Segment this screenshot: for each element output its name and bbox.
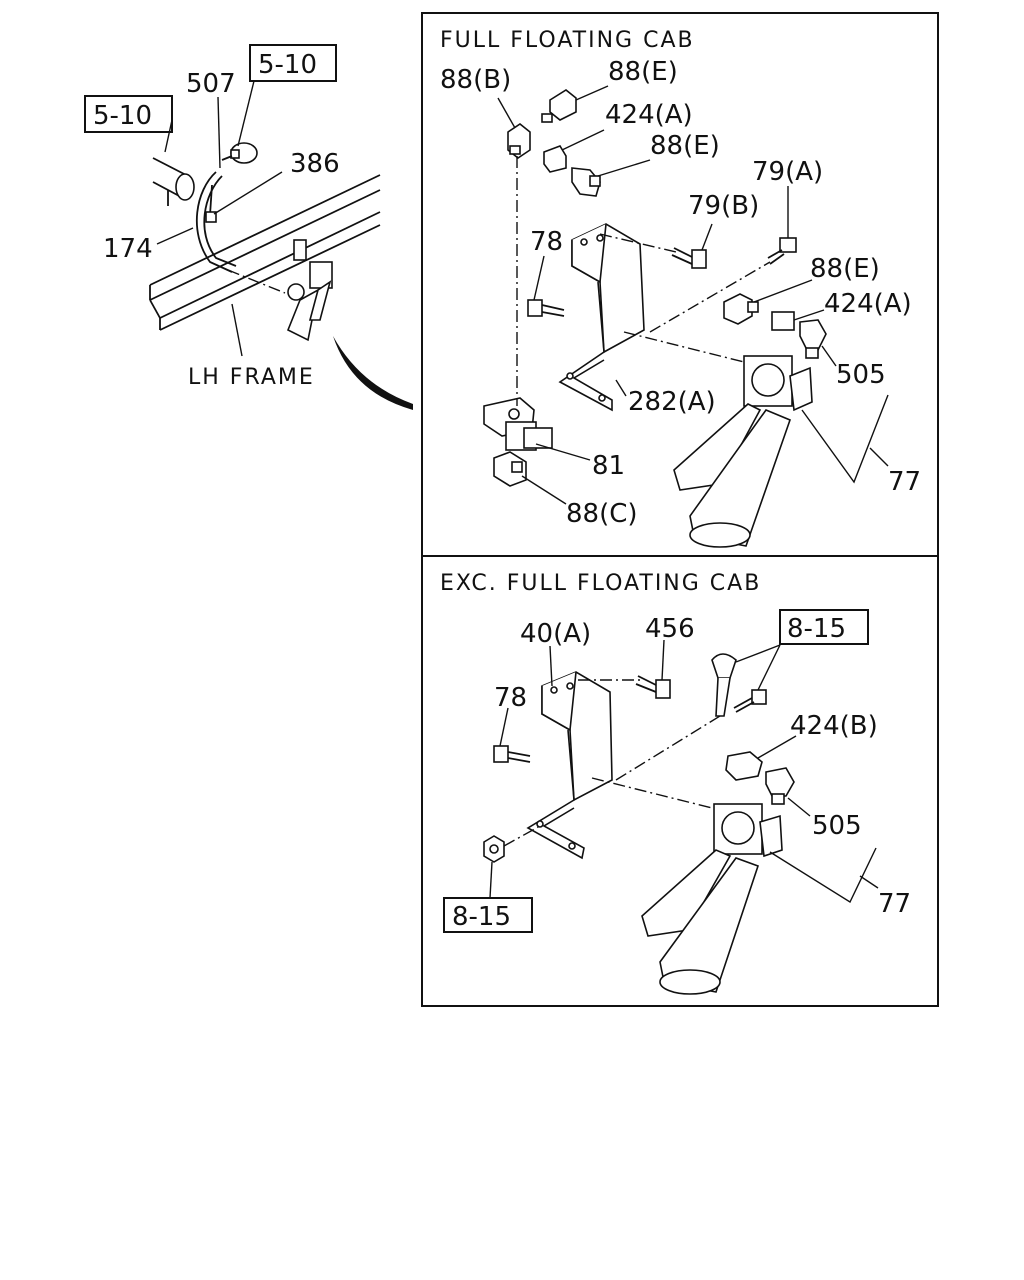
- fitting-505-upper: [799, 319, 827, 359]
- callout-505-lower: 505: [812, 811, 862, 841]
- ref-5-10-upper[interactable]: 5-10: [258, 50, 317, 80]
- callout-424a-1: 424(A): [605, 100, 693, 130]
- callout-81: 81: [592, 451, 625, 481]
- callout-88c: 88(C): [566, 499, 638, 529]
- nut-8-15-lower: [483, 835, 505, 863]
- pipe-386: [209, 184, 213, 216]
- callout-88b: 88(B): [440, 65, 511, 95]
- zoom-arrow: [333, 336, 413, 410]
- detail-frame: [421, 12, 939, 1007]
- ref-5-10-left[interactable]: 5-10: [93, 101, 152, 131]
- bolt-79a: [767, 237, 797, 265]
- callout-88e-3: 88(E): [810, 254, 880, 284]
- ref-box-8-15-lower[interactable]: [443, 897, 533, 933]
- valve-507: [221, 142, 258, 164]
- panel-title-exc-full-floating-cab: EXC. FULL FLOATING CAB: [440, 571, 761, 596]
- nut-424b: [725, 751, 763, 781]
- exc-full-floating-drawing: [483, 653, 795, 995]
- bolt-79b: [671, 247, 707, 269]
- callout-78-upper: 78: [530, 227, 563, 257]
- fitting-88b: [507, 123, 531, 159]
- callout-88e-2: 88(E): [650, 131, 720, 161]
- bracket-40a: [526, 671, 613, 860]
- air-horn-77-upper: [673, 355, 813, 548]
- callout-79b: 79(B): [688, 191, 759, 221]
- callout-505-upper: 505: [836, 360, 886, 390]
- callout-77-lower: 77: [878, 889, 911, 919]
- callout-77-upper: 77: [888, 467, 921, 497]
- ref-box-5-10-left[interactable]: [84, 95, 173, 133]
- callout-88e-1: 88(E): [608, 57, 678, 87]
- air-horn-77-lower: [641, 803, 783, 995]
- fitting-505-lower: [765, 767, 795, 805]
- nut-424a-upper: [543, 145, 567, 173]
- fitting-88e-lower: [723, 293, 759, 325]
- horn-assembly-mini: [286, 239, 333, 342]
- air-tank: [152, 157, 195, 206]
- bolt-456: [635, 675, 671, 699]
- lh-frame-rail: [149, 174, 381, 331]
- callout-456: 456: [645, 614, 695, 644]
- fitting-88c: [493, 451, 527, 487]
- nut-424a-lower: [771, 311, 795, 331]
- callout-507: 507: [186, 69, 236, 99]
- overview-drawing: [149, 142, 413, 410]
- callout-386: 386: [290, 149, 340, 179]
- callout-424b: 424(B): [790, 711, 878, 741]
- ref-box-8-15-upper[interactable]: [779, 609, 869, 645]
- callout-78-lower: 78: [494, 683, 527, 713]
- bolt-78-lower: [493, 745, 531, 763]
- bracket-282a: [558, 223, 645, 412]
- callout-79a: 79(A): [752, 157, 823, 187]
- callout-174: 174: [103, 234, 153, 264]
- ref-8-15-lower[interactable]: 8-15: [452, 902, 511, 932]
- fitting-88e-middle: [571, 167, 601, 197]
- solenoid-valve-81: [483, 397, 553, 451]
- fitting-88e-upper: [541, 89, 577, 123]
- hose-174: [196, 171, 233, 273]
- clip-8-15: [711, 653, 767, 717]
- callout-282a: 282(A): [628, 387, 716, 417]
- panel-title-full-floating-cab: FULL FLOATING CAB: [440, 28, 695, 53]
- lh-frame-label: LH FRAME: [188, 365, 315, 390]
- ref-8-15-upper[interactable]: 8-15: [787, 614, 846, 644]
- ref-box-5-10-upper[interactable]: [249, 44, 337, 82]
- callout-40a: 40(A): [520, 619, 591, 649]
- full-floating-drawing: [483, 89, 827, 548]
- callout-424a-2: 424(A): [824, 289, 912, 319]
- bolt-78-upper: [527, 299, 565, 317]
